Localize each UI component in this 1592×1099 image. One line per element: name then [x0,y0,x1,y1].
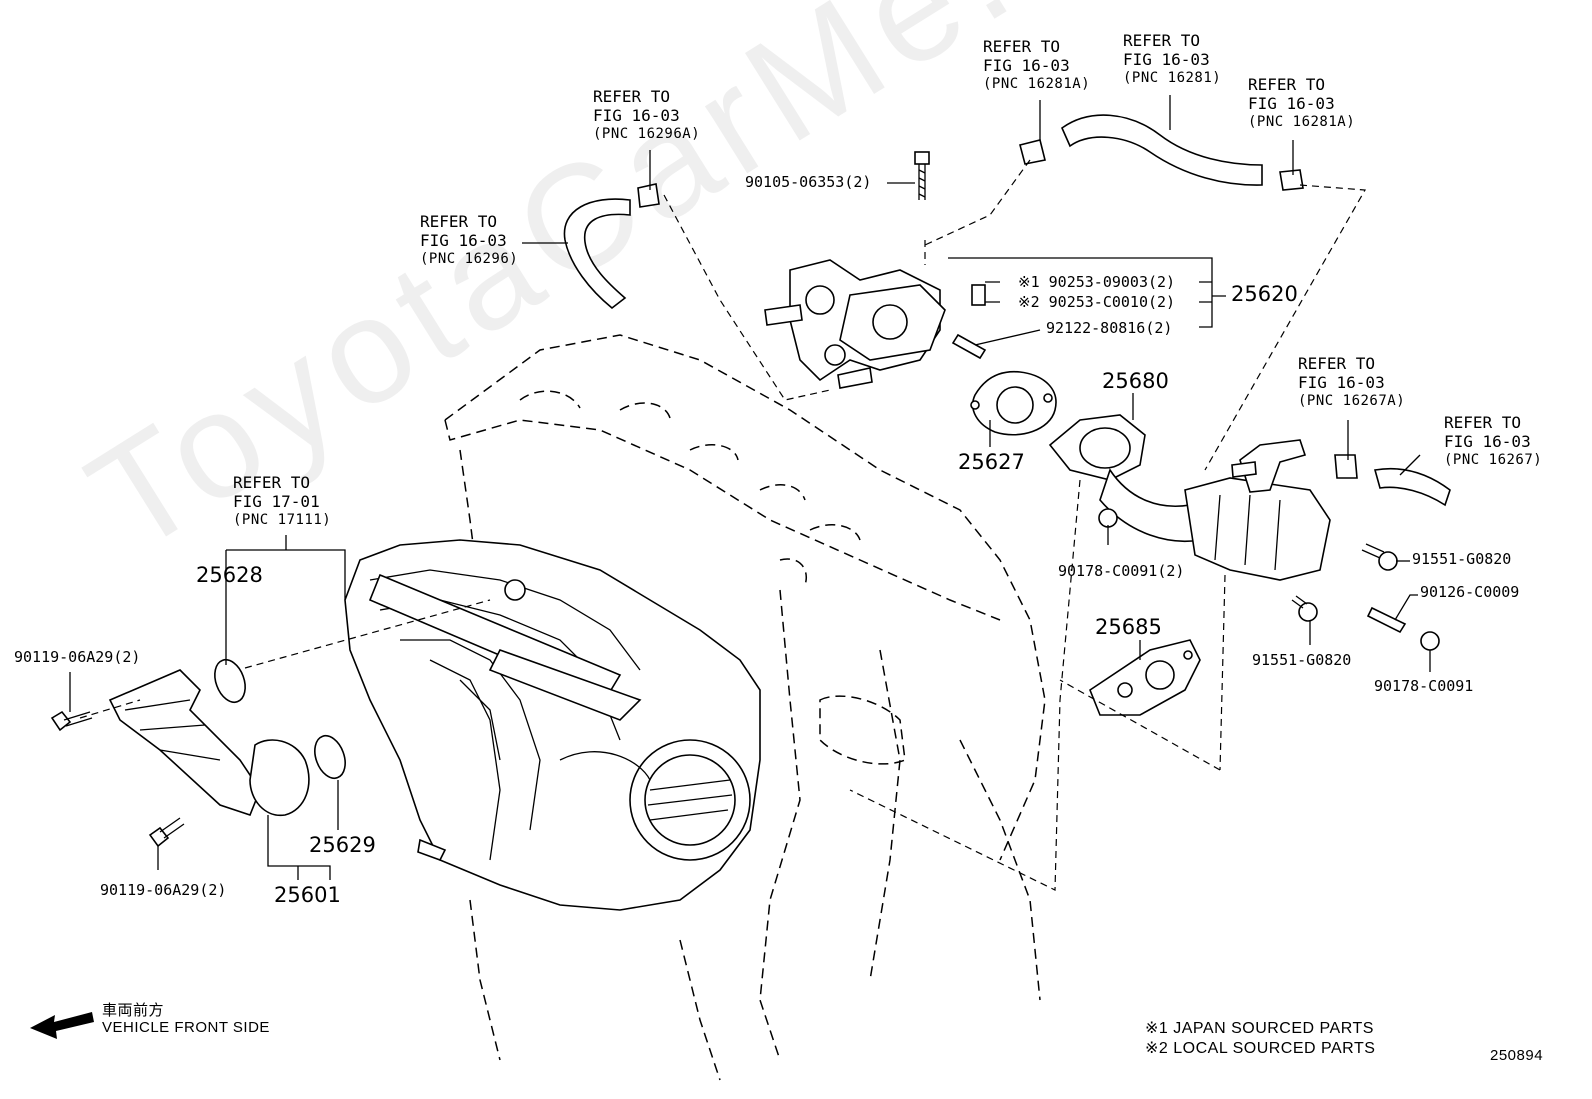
refer-fig: FIG 16-03 [420,231,507,250]
refer-fig: FIG 16-03 [1298,373,1385,392]
refer-fig: FIG 16-03 [1123,50,1210,69]
dashed-connections [79,159,1366,891]
refer-label-16296a: REFER TO FIG 16-03 (PNC 16296A) [593,87,700,144]
part-number-90119-bottom[interactable]: 90119-06A29(2) [100,881,227,899]
pnc-25620[interactable]: 25620 [1231,282,1298,306]
refer-line: REFER TO [1248,75,1326,94]
part-number-90178-c0091-2[interactable]: 90178-C0091(2) [1058,562,1185,580]
refer-pnc: (PNC 16267) [1444,452,1543,468]
refer-line: REFER TO [233,473,311,492]
hoses-drawing [563,114,1451,507]
refer-fig: FIG 16-03 [1444,432,1531,451]
note-japan-sourced: ※1 JAPAN SOURCED PARTS [1145,1020,1374,1037]
refer-fig: FIG 16-03 [593,106,680,125]
front-arrow-icon [30,1012,94,1039]
diagram-id: 250894 [1490,1047,1544,1064]
refer-pnc: (PNC 16267A) [1298,393,1406,409]
refer-pnc: (PNC 16296A) [593,126,701,142]
pnc-25627[interactable]: 25627 [958,450,1025,474]
pnc-25629[interactable]: 25629 [309,833,376,857]
refer-line: REFER TO [1123,31,1201,50]
refer-pnc: (PNC 17111) [233,512,332,528]
intake-manifold-drawing [344,539,761,911]
gasket-25627-drawing [970,370,1057,436]
bolts-right-drawing [1098,508,1440,651]
pnc-25685[interactable]: 25685 [1095,615,1162,639]
refer-line: REFER TO [1298,354,1376,373]
part-number-90126[interactable]: 90126-C0009 [1420,583,1520,601]
refer-pnc: (PNC 16281A) [983,76,1091,92]
part-number-90119-top[interactable]: 90119-06A29(2) [14,648,141,666]
refer-line: REFER TO [1444,413,1522,432]
refer-line: REFER TO [420,212,498,231]
refer-pnc: (PNC 16281A) [1248,114,1356,130]
direction-label-en: VEHICLE FRONT SIDE [102,1019,270,1036]
refer-line: REFER TO [983,37,1061,56]
gasket-25685-drawing [1089,639,1201,716]
pnc-25601[interactable]: 25601 [274,883,341,907]
refer-label-16296: REFER TO FIG 16-03 (PNC 16296) [420,212,518,269]
refer-fig: FIG 16-03 [1248,94,1335,113]
clamps-drawing [637,139,1304,208]
refer-label-16281: REFER TO FIG 16-03 (PNC 16281) [1123,31,1221,88]
part-number-90253-09003[interactable]: ※1 90253-09003(2) [1018,273,1176,291]
pnc-25680[interactable]: 25680 [1102,369,1169,393]
refer-line: REFER TO [593,87,671,106]
water-outlet-drawing [50,658,346,848]
part-number-90105[interactable]: 90105-06353(2) [745,173,872,191]
part-number-92122[interactable]: 92122-80816(2) [1046,319,1173,337]
direction-label-jp: 車両前方 [102,1002,165,1019]
refer-label-16281a-top: REFER TO FIG 16-03 (PNC 16281A) [983,37,1090,94]
refer-fig: FIG 17-01 [233,492,320,511]
note-local-sourced: ※2 LOCAL SOURCED PARTS [1145,1040,1376,1057]
pnc-25628[interactable]: 25628 [196,563,263,587]
egr-valve-drawing [764,259,946,389]
leader-lines [69,95,1431,880]
refer-fig: FIG 16-03 [983,56,1070,75]
egr-pipe-25680-drawing [1048,414,1202,542]
refer-label-16267a: REFER TO FIG 16-03 (PNC 16267A) [1298,354,1405,411]
refer-pnc: (PNC 16281) [1123,70,1222,86]
part-number-90178-c0091[interactable]: 90178-C0091 [1374,677,1474,695]
stud-92122-drawing [951,333,987,360]
refer-pnc: (PNC 16296) [420,251,519,267]
refer-label-16281a-right: REFER TO FIG 16-03 (PNC 16281A) [1248,75,1355,132]
nut-90253-drawing [971,284,986,306]
part-number-91551-b[interactable]: 91551-G0820 [1252,651,1352,669]
refer-label-17111: REFER TO FIG 17-01 (PNC 17111) [233,473,331,530]
refer-label-16267: REFER TO FIG 16-03 (PNC 16267) [1444,413,1542,470]
part-number-90253-c0010[interactable]: ※2 90253-C0010(2) [1018,293,1176,311]
egr-cooler-drawing [1184,439,1331,581]
bolt-90105-drawing [914,151,930,200]
part-number-91551-a[interactable]: 91551-G0820 [1412,550,1512,568]
